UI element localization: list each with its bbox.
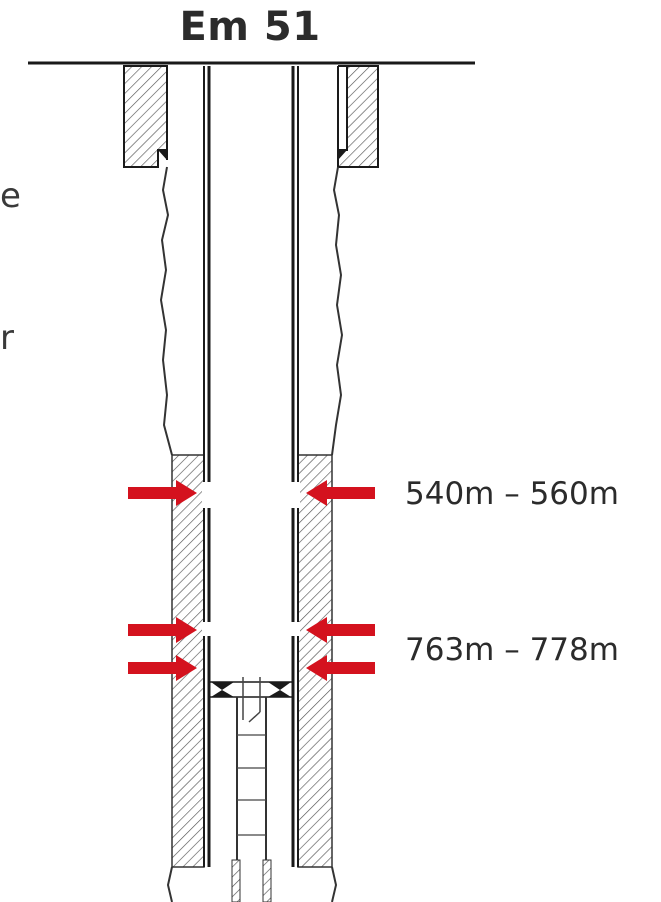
borehole-wall-left (159, 166, 173, 456)
cropped-text-fragment: e (0, 176, 21, 216)
well-title: Em 51 (179, 4, 321, 50)
surface-cement-right (337, 65, 379, 168)
depth-label-interval-1: 540m – 560m (405, 476, 619, 512)
perforation-mark (202, 622, 211, 636)
tubing-threaded-end (231, 859, 272, 902)
arrow-right-778m (306, 655, 375, 681)
borehole-wall-right (331, 166, 344, 456)
arrow-left-778m (128, 655, 197, 681)
perforation-mark (202, 482, 211, 508)
perforation-mark (291, 622, 300, 636)
borehole-wall-bottom-right (331, 866, 338, 902)
packer (209, 681, 293, 698)
perforation-mark (291, 482, 300, 508)
depth-label-interval-2: 763m – 778m (405, 632, 619, 668)
arrow-left-540m (128, 480, 197, 506)
arrow-right-540m (306, 480, 375, 506)
surface-cement-left (123, 65, 168, 168)
cropped-text-fragment: r (0, 318, 14, 358)
arrow-right-763m (306, 617, 375, 643)
borehole-wall-bottom-left (166, 866, 173, 902)
tubing-string (236, 677, 267, 860)
arrow-left-763m (128, 617, 197, 643)
